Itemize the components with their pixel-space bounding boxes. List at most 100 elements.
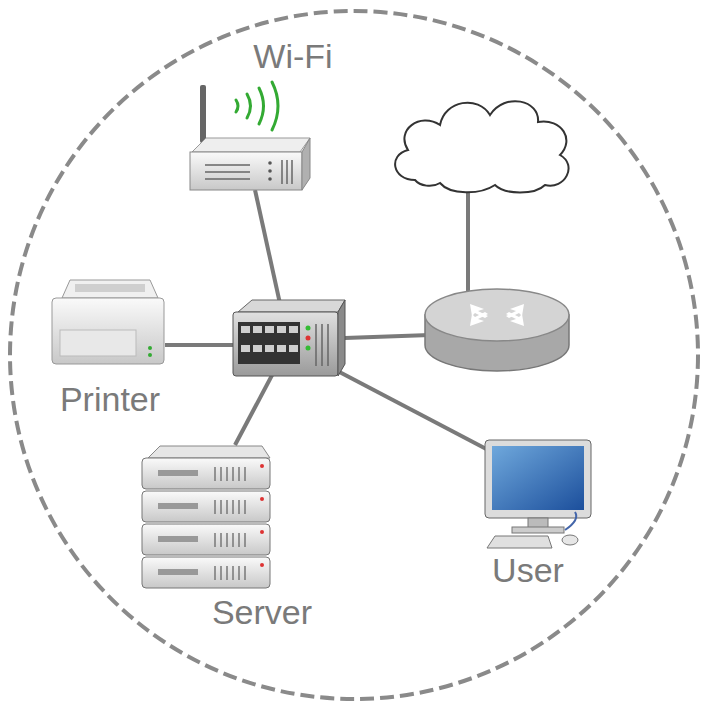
user-computer-icon-part <box>562 535 578 545</box>
server-icon-part <box>158 503 198 509</box>
printer-node: Printer <box>40 275 190 425</box>
server-icon-part <box>232 566 234 580</box>
server-icon-part <box>238 467 240 481</box>
wifi-router-icon-part-part <box>268 161 272 165</box>
server-icon-part <box>232 467 234 481</box>
wifi-router-icon-part-part <box>286 160 288 184</box>
wifi-router-icon <box>190 82 310 190</box>
printer-icon-part <box>148 353 152 357</box>
server-icon-part <box>214 467 216 481</box>
server-icon-part <box>148 446 270 458</box>
device-label: Server <box>212 592 312 632</box>
server-icon-part <box>238 533 240 547</box>
server-icon-part <box>142 524 270 555</box>
user-computer-icon-part <box>485 440 591 518</box>
switch-icon-part-part <box>265 345 274 352</box>
server-icon-part <box>220 467 222 481</box>
wifi-router-icon-part <box>205 160 292 184</box>
wifi-router-icon-part-part <box>259 88 264 124</box>
wifi-router-icon-part-part <box>205 178 250 180</box>
server-icon-part <box>226 533 228 547</box>
router-icon-part-part <box>506 304 524 318</box>
server-icon-part <box>260 530 264 534</box>
server-icon-part <box>226 467 228 481</box>
switch-icon-part-part <box>253 345 262 352</box>
switch-icon-part-part <box>253 326 262 333</box>
cloud-icon-part <box>395 101 568 192</box>
server-icon-part <box>158 569 198 575</box>
server-icon-part <box>232 500 234 514</box>
wifi-router-icon-part <box>200 85 206 143</box>
wifi-router-icon-part-part <box>272 82 278 130</box>
device-label: Wi-Fi <box>253 36 332 76</box>
switch-icon-part <box>316 324 328 366</box>
printer-icon-part <box>60 330 136 356</box>
server-icon-part <box>214 500 216 514</box>
wifi-router-icon-part-part <box>247 94 251 118</box>
cloud-icon <box>395 101 568 192</box>
switch-icon-part-part <box>327 324 329 366</box>
server-node: Server <box>135 440 335 645</box>
switch-icon-part-part <box>277 345 286 352</box>
switch-icon-part <box>338 300 345 376</box>
server-icon-part <box>214 533 216 547</box>
server-icon-part <box>220 566 222 580</box>
server-icon-part <box>260 563 264 567</box>
server-icon-part <box>244 566 246 580</box>
user-computer-icon-part <box>512 527 564 533</box>
server-icon-part <box>142 557 270 588</box>
server-icon-part <box>220 500 222 514</box>
switch-icon-part-part <box>315 324 317 366</box>
switch-icon <box>233 300 345 376</box>
switch-icon-part-part <box>277 326 286 333</box>
switch-icon-part <box>238 322 300 364</box>
router-icon-part <box>470 304 524 326</box>
switch-icon-part-part <box>289 345 298 352</box>
switch-icon-part-part <box>241 326 250 333</box>
switch-icon-part <box>233 312 338 376</box>
user-computer-icon <box>485 440 591 548</box>
device-label: Printer <box>60 379 160 419</box>
wifi-router-icon-part <box>302 138 310 190</box>
router-icon-part <box>425 289 569 341</box>
switch-icon-part <box>238 300 345 312</box>
device-label: User <box>492 550 564 590</box>
printer-icon-part <box>148 346 152 350</box>
server-icon-part <box>244 500 246 514</box>
switch-icon-part-part <box>265 326 274 333</box>
printer-icon <box>52 280 164 364</box>
server-icon-part <box>232 533 234 547</box>
server-icon-part <box>238 500 240 514</box>
server-icon-part <box>260 497 264 501</box>
user-computer-icon-part <box>487 536 552 548</box>
wifi-node: Wi-Fi <box>185 36 350 194</box>
wifi-router-icon-part-part <box>268 169 272 173</box>
switch-icon-part-part <box>289 326 298 333</box>
wifi-router-icon-part <box>190 152 302 190</box>
router-icon-part-part <box>470 312 488 326</box>
router-icon <box>425 289 569 371</box>
switch-icon-part <box>306 336 311 341</box>
printer-icon-part <box>75 284 145 292</box>
wifi-router-icon-part <box>268 161 272 181</box>
switch-icon-part <box>306 346 311 351</box>
printer-icon-part <box>52 298 164 364</box>
server-icon-part <box>244 467 246 481</box>
user-computer-icon-part <box>492 446 584 510</box>
server-icon-part <box>158 470 198 476</box>
wifi-router-icon-part-part <box>291 160 293 184</box>
server-icon-part <box>214 566 216 580</box>
server-icon-part <box>238 566 240 580</box>
server-icon-part <box>260 464 264 468</box>
network-links-part <box>466 186 470 300</box>
wifi-router-icon-part-part <box>205 164 250 166</box>
wifi-router-icon-part-part <box>281 160 283 184</box>
server-icon-part <box>158 536 198 542</box>
server-icon-part <box>226 566 228 580</box>
user-computer-icon-part <box>565 512 576 530</box>
wifi-router-icon-part <box>192 138 310 152</box>
network-boundary <box>10 11 698 699</box>
switch-icon-part-part <box>321 324 323 366</box>
server-icon <box>142 446 270 588</box>
